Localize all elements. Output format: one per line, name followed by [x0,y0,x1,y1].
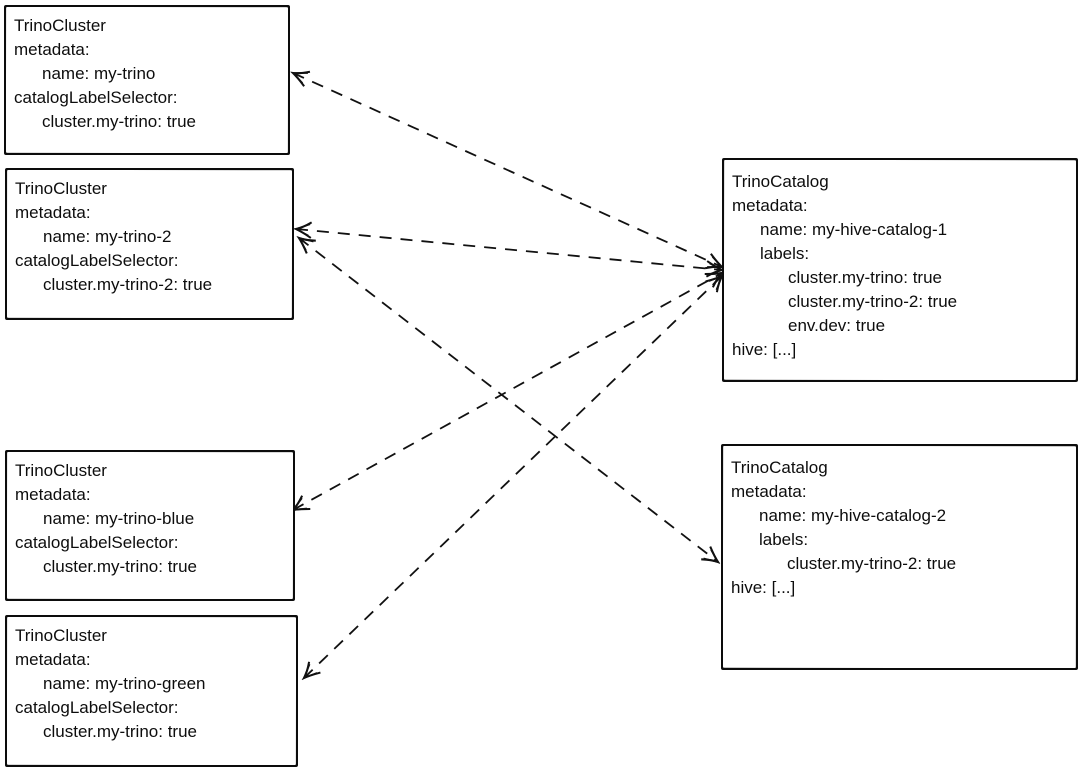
yaml-line: metadata: [15,203,91,222]
trinocatalog-box-my-hive-catalog-1: TrinoCatalog metadata: name: my-hive-cat… [722,158,1078,382]
yaml-line: catalogLabelSelector: [15,698,179,717]
yaml-line: metadata: [732,196,808,215]
arrow-my-trino-2-to-my-hive-catalog-2 [299,238,718,562]
yaml-line: env.dev: true [788,316,886,335]
trinocluster-box-my-trino-2: TrinoCluster metadata: name: my-trino-2 … [5,168,294,320]
arrow-my-trino-to-my-hive-catalog-1 [293,73,722,267]
yaml-line: cluster.my-trino: true [43,722,197,741]
yaml-line: catalogLabelSelector: [15,251,179,270]
yaml-line: hive: [...] [731,578,796,597]
yaml-line: hive: [...] [732,340,797,359]
yaml-line: cluster.my-trino: true [788,268,942,287]
yaml-line: name: my-hive-catalog-2 [759,506,947,525]
yaml-line: metadata: [15,650,91,669]
yaml-line: metadata: [14,40,90,59]
yaml-line: metadata: [15,485,91,504]
yaml-line: cluster.my-trino: true [42,112,196,131]
yaml-line: catalogLabelSelector: [15,533,179,552]
yaml-line: cluster.my-trino-2: true [787,554,957,573]
arrow-my-trino-2-to-my-hive-catalog-1 [296,229,722,270]
yaml-line: name: my-trino-blue [43,509,195,528]
yaml-line: TrinoCatalog [732,172,829,191]
yaml-line: TrinoCatalog [731,458,828,477]
yaml-line: TrinoCluster [15,179,107,198]
trinocluster-box-my-trino-green: TrinoCluster metadata: name: my-trino-gr… [5,615,298,767]
trinocatalog-box-my-hive-catalog-2: TrinoCatalog metadata: name: my-hive-cat… [721,444,1078,670]
yaml-line: cluster.my-trino-2: true [788,292,958,311]
yaml-line: name: my-trino-2 [43,227,172,246]
yaml-line: name: my-hive-catalog-1 [760,220,948,239]
yaml-line: TrinoCluster [15,461,107,480]
arrow-my-trino-blue-to-my-hive-catalog-1 [293,273,722,510]
arrow-my-trino-green-to-my-hive-catalog-1 [304,276,722,678]
yaml-line: cluster.my-trino: true [43,557,197,576]
yaml-line: cluster.my-trino-2: true [43,275,213,294]
yaml-line: labels: [759,530,809,549]
yaml-line: name: my-trino [42,64,156,83]
yaml-line: TrinoCluster [14,16,106,35]
yaml-line: metadata: [731,482,807,501]
trinocluster-box-my-trino: TrinoCluster metadata: name: my-trino ca… [4,5,290,155]
yaml-line: TrinoCluster [15,626,107,645]
yaml-line: name: my-trino-green [43,674,206,693]
trinocluster-box-my-trino-blue: TrinoCluster metadata: name: my-trino-bl… [5,450,295,601]
yaml-line: labels: [760,244,810,263]
yaml-line: catalogLabelSelector: [14,88,178,107]
